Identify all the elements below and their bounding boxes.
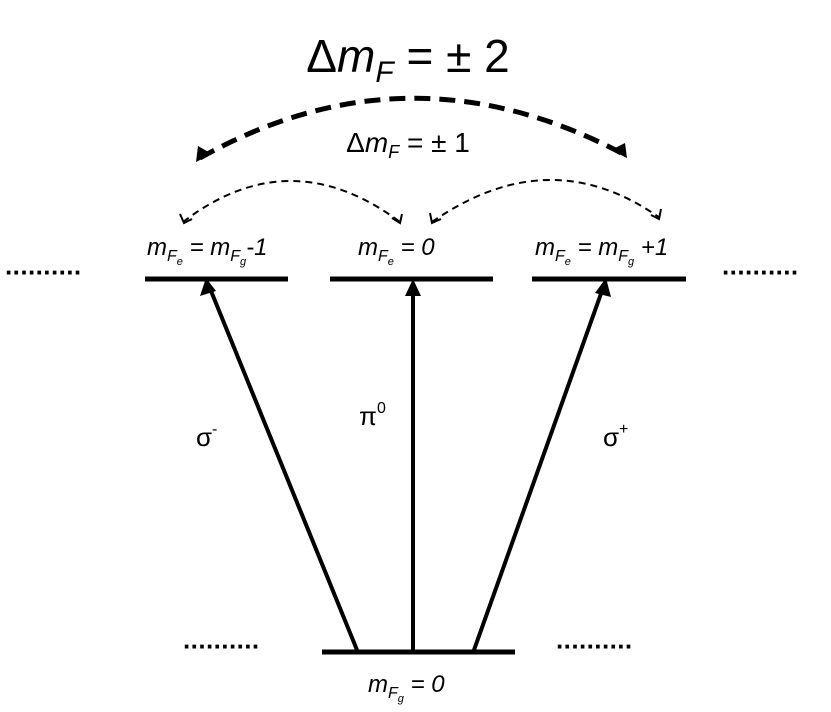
sigma-minus-label: σ- (196, 421, 217, 452)
arc-1-right-start-arrowhead (429, 212, 442, 225)
excited-ellipsis-right: ·········· (722, 257, 799, 287)
ground-label: mFg = 0 (368, 671, 445, 705)
delta-mf-1-label: ΔmF = ± 1 (346, 127, 470, 162)
sigma-plus-arrowhead (595, 278, 611, 297)
excited-ellipsis-left: ·········· (5, 257, 82, 287)
delta-mf-1-right-arc (431, 179, 661, 223)
arc-1-left-end-arrowhead (391, 213, 403, 225)
delta-mf-2-arc (198, 95, 627, 161)
sigma-plus-arrow (472, 287, 605, 651)
pi-arrowhead (405, 279, 421, 296)
excited-left-label: mFe = mFg-1 (147, 234, 268, 268)
sigma-minus-arrow (207, 285, 359, 651)
delta-mf-2-label: ΔmF = ± 2 (306, 30, 509, 89)
arc-2-right-arrowhead (611, 143, 627, 158)
arc-2-left-arrowhead (196, 146, 212, 162)
excited-center-label: mFe = 0 (358, 234, 435, 268)
sigma-plus-label: σ+ (603, 421, 628, 452)
arc-1-left-start-arrowhead (179, 213, 193, 225)
pi-label: π0 (359, 400, 386, 431)
ground-ellipsis-right: ·········· (556, 631, 633, 661)
ground-ellipsis-left: ·········· (183, 631, 260, 661)
delta-mf-1-left-arc (182, 180, 401, 223)
arc-1-right-end-arrowhead (650, 208, 662, 221)
sigma-minus-arrowhead (200, 278, 216, 296)
excited-right-label: mFe = mFg +1 (535, 234, 668, 268)
